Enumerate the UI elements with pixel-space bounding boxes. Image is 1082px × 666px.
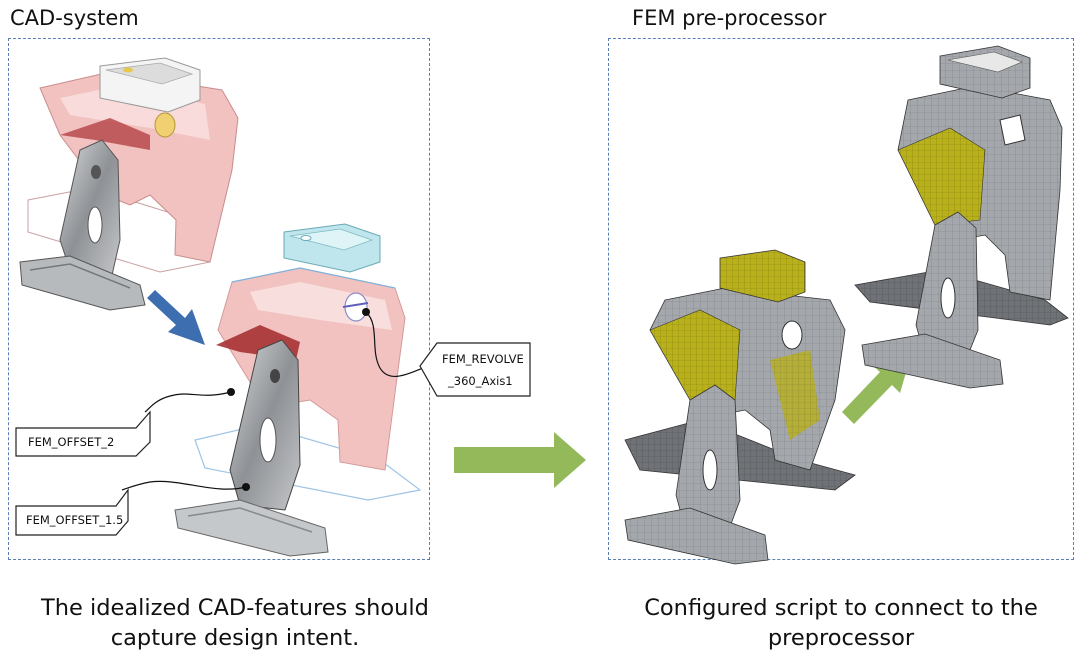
cad-system-panel — [8, 38, 430, 560]
tag-fem-revolve: FEM_REVOLVE _360_Axis1 — [419, 342, 531, 397]
tag-fem-offset-2-label: FEM_OFFSET_2 — [28, 435, 114, 449]
green-arrow-center — [454, 432, 586, 488]
tag-leaders — [121, 311, 429, 491]
tag-fem-offset-15: FEM_OFFSET_1.5 — [15, 488, 129, 536]
fem-mesh-part-lower — [624, 249, 856, 565]
cad-system-title: CAD-system — [10, 6, 139, 30]
cad-part-idealized — [174, 223, 422, 557]
fem-preprocessor-panel — [608, 38, 1074, 560]
fem-caption-line2: preprocessor — [767, 625, 915, 651]
fem-caption: Configured script to connect to the prep… — [606, 593, 1076, 653]
tag-fem-revolve-line1: FEM_REVOLVE — [442, 352, 524, 366]
cad-caption-line2: capture design intent. — [110, 625, 360, 651]
fem-preprocessor-title: FEM pre-processor — [632, 6, 827, 30]
cad-part-original — [19, 57, 239, 311]
fem-mesh-part-upper — [854, 45, 1069, 389]
tag-fem-offset-15-label: FEM_OFFSET_1.5 — [26, 513, 123, 527]
tag-fem-revolve-line2: _360_Axis1 — [447, 374, 513, 388]
cad-caption-line1: The idealized CAD-features should — [41, 595, 429, 621]
blue-arrow — [147, 290, 205, 345]
cad-caption: The idealized CAD-features should captur… — [0, 593, 470, 653]
fem-caption-line1: Configured script to connect to the — [644, 595, 1038, 621]
tag-fem-offset-2: FEM_OFFSET_2 — [15, 410, 151, 457]
